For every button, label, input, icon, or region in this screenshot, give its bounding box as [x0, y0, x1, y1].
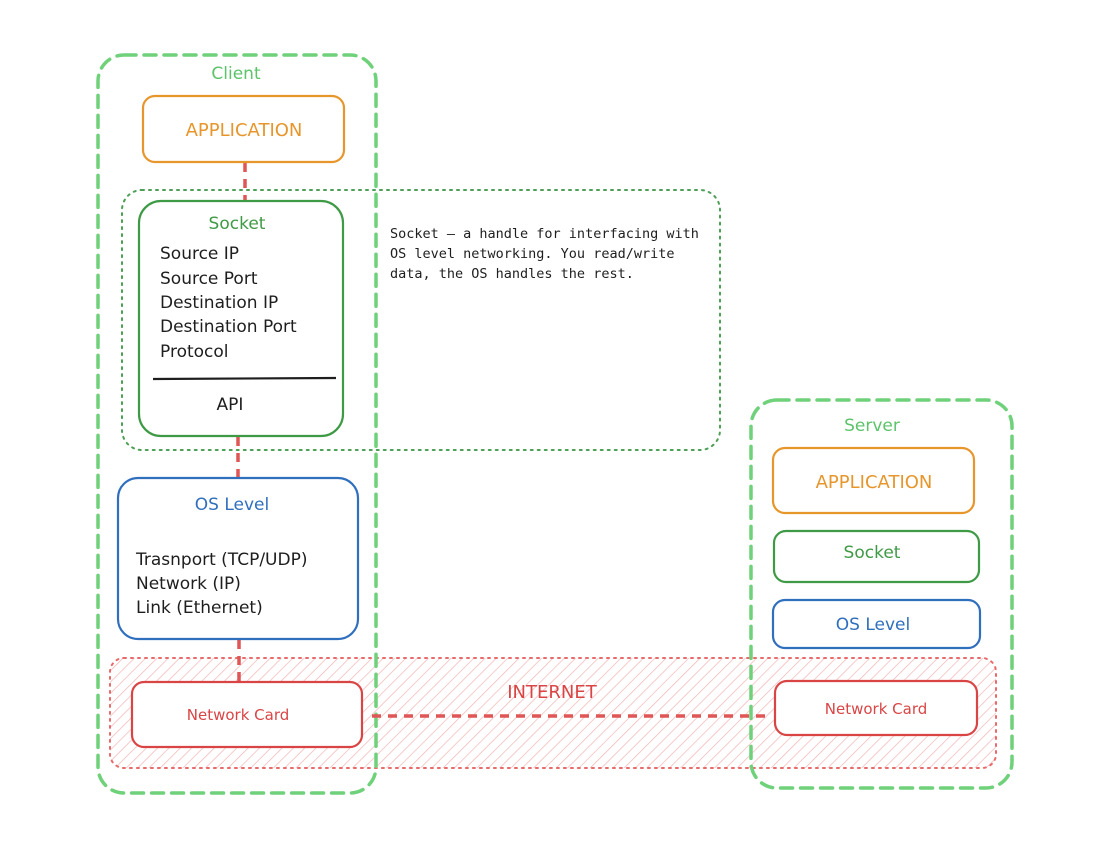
client-label: Client	[211, 64, 261, 84]
server-container: Server	[749, 398, 1014, 790]
internet-label: INTERNET	[507, 682, 597, 703]
socket-field-protocol: Protocol	[160, 342, 229, 362]
os-layer-transport: Trasnport (TCP/UDP)	[135, 550, 307, 570]
server-os-box: OS Level	[771, 598, 982, 650]
client-container: Client	[96, 53, 378, 795]
client-application-box: APPLICATION	[141, 94, 346, 164]
server-os-label: OS Level	[836, 615, 910, 635]
client-socket-title: Socket	[209, 214, 266, 234]
socket-field-destination-ip: Destination IP	[160, 293, 278, 313]
client-application-label: APPLICATION	[186, 120, 303, 141]
server-network-card-label: Network Card	[825, 700, 928, 718]
client-network-card-box: Network Card	[130, 680, 364, 749]
server-network-card-box: Network Card	[773, 679, 979, 737]
socket-field-source-ip: Source IP	[160, 244, 239, 264]
client-network-card-label: Network Card	[187, 706, 290, 724]
server-application-box: APPLICATION	[771, 446, 976, 515]
server-socket-label: Socket	[844, 543, 901, 563]
socket-note-line-3: data, the OS handles the rest.	[390, 266, 634, 282]
socket-api-label: API	[217, 395, 244, 415]
socket-note: Socket — a handle for interfacing with O…	[121, 189, 721, 451]
os-layer-network: Network (IP)	[136, 574, 241, 594]
client-socket-box: Socket Source IP Source Port Destination…	[137, 199, 345, 438]
socket-divider	[152, 376, 337, 381]
server-application-label: APPLICATION	[816, 472, 933, 493]
socket-field-source-port: Source Port	[160, 269, 258, 289]
socket-note-line-1: Socket — a handle for interfacing with	[390, 226, 699, 242]
client-os-box: OS Level Trasnport (TCP/UDP) Network (IP…	[116, 476, 360, 641]
server-socket-box: Socket	[772, 529, 981, 584]
socket-field-destination-port: Destination Port	[160, 317, 297, 337]
client-os-title: OS Level	[195, 495, 269, 515]
os-layer-link: Link (Ethernet)	[136, 598, 263, 618]
server-label: Server	[844, 416, 900, 436]
socket-note-line-2: OS level networking. You read/write	[390, 246, 674, 262]
